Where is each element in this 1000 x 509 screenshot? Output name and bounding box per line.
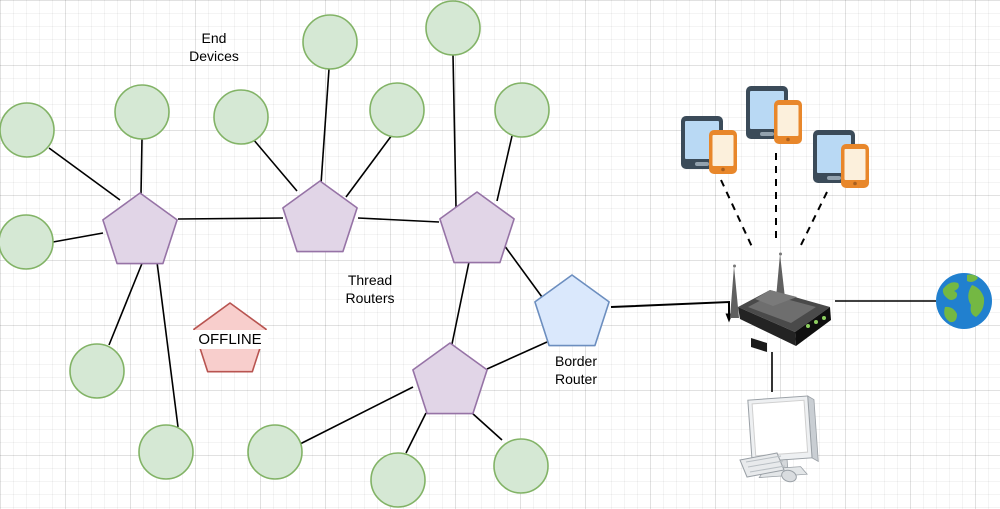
connection-line[interactable] (496, 135, 513, 202)
end-device-node[interactable] (138, 424, 194, 480)
wifi-router-icon[interactable] (730, 252, 831, 353)
end-device-node[interactable] (302, 14, 358, 70)
connection-line[interactable] (471, 412, 503, 441)
connection-line[interactable] (177, 217, 284, 220)
label-border-router-line2: Router (554, 371, 598, 387)
connection-line[interactable] (52, 232, 104, 243)
label-border-router: Border Router (531, 352, 621, 388)
connection-line[interactable] (405, 412, 427, 454)
connection-line[interactable] (108, 260, 144, 346)
connection-line[interactable] (486, 341, 548, 370)
end-device-node[interactable] (493, 438, 549, 494)
label-thread-routers: Thread Routers (325, 271, 415, 307)
wireless-dashed-line[interactable] (799, 191, 828, 248)
end-device-node[interactable] (69, 343, 125, 399)
label-thread-routers-line1: Thread (347, 272, 393, 288)
wireless-dashed-line[interactable] (720, 179, 754, 250)
internet-globe-icon[interactable] (936, 273, 992, 329)
label-end-devices: End Devices (169, 29, 259, 65)
end-device-node[interactable] (213, 89, 269, 145)
mobile-device-pair[interactable] (746, 86, 802, 144)
end-device-node[interactable] (0, 102, 55, 158)
connection-line[interactable] (156, 261, 179, 428)
end-device-node[interactable] (369, 82, 425, 138)
label-offline-status: OFFLINE (192, 330, 268, 349)
connection-line[interactable] (503, 244, 543, 298)
connection-line[interactable] (140, 138, 143, 195)
label-end-devices-line2: Devices (189, 48, 239, 64)
thread-router-node[interactable] (439, 191, 515, 264)
connection-line[interactable] (299, 386, 414, 445)
connection-line[interactable] (320, 68, 330, 185)
connection-line[interactable] (357, 217, 440, 223)
connection-line[interactable] (345, 134, 393, 198)
desktop-computer-icon[interactable] (739, 395, 819, 484)
connection-line[interactable] (252, 138, 298, 192)
mobile-device-pair[interactable] (681, 116, 737, 174)
connection-line[interactable] (451, 261, 470, 345)
smartphone-icon[interactable] (841, 144, 869, 188)
smartphone-icon[interactable] (709, 130, 737, 174)
border-router-to-wifi-arrow[interactable] (610, 300, 733, 323)
border-router-node[interactable] (534, 274, 610, 347)
label-thread-routers-line2: Routers (345, 290, 395, 306)
end-device-node[interactable] (0, 214, 54, 270)
thread-router-node[interactable] (282, 180, 358, 253)
smartphone-icon[interactable] (774, 100, 802, 144)
connection-line[interactable] (48, 147, 121, 201)
end-device-node[interactable] (114, 84, 170, 140)
thread-router-node[interactable] (412, 342, 488, 415)
end-device-node[interactable] (370, 452, 426, 508)
end-device-node[interactable] (247, 424, 303, 480)
end-device-node[interactable] (425, 0, 481, 56)
mobile-device-pair[interactable] (813, 130, 869, 188)
label-border-router-line1: Border (554, 353, 598, 369)
thread-router-node[interactable] (102, 192, 178, 265)
end-device-node[interactable] (494, 82, 550, 138)
label-end-devices-line1: End (201, 30, 227, 46)
connection-line[interactable] (452, 54, 457, 208)
